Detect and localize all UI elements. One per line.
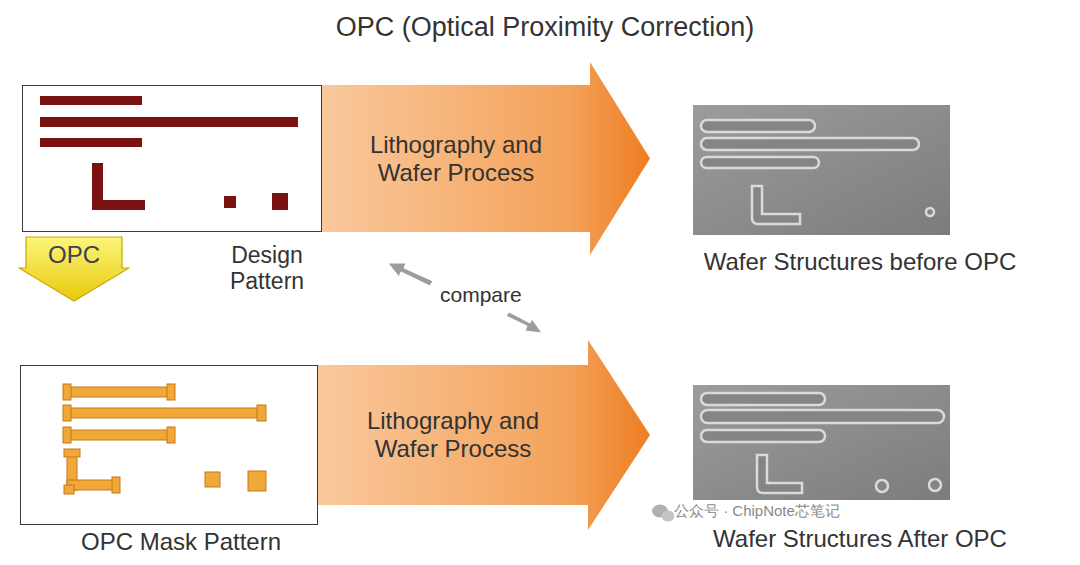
- opc-label: OPC: [32, 242, 116, 269]
- sem-image-after: [693, 385, 950, 500]
- diagram-title: OPC (Optical Proximity Correction): [10, 12, 1080, 42]
- process-arrow: Lithography and Wafer Process: [322, 62, 650, 255]
- mask-pattern-box: OPC Mask Pattern: [20, 365, 318, 525]
- process-label: Lithography and Wafer Process: [338, 407, 568, 462]
- watermark: 公众号 · ChipNote芯笔记: [674, 503, 840, 520]
- node-label: OPC Mask Pattern: [41, 529, 321, 556]
- wafer-image: Wafer Structures before OPC: [693, 105, 950, 235]
- process-label: Lithography and Wafer Process: [342, 131, 570, 186]
- sem-image-before: [693, 105, 950, 235]
- mask-shapes: [20, 365, 318, 525]
- design-pattern-box: Design Pattern: [22, 85, 322, 232]
- arrow-text-area: Lithography and Wafer Process: [318, 365, 588, 505]
- design-shapes: [22, 85, 322, 232]
- opc-arrow: OPC: [18, 236, 130, 302]
- compare-label: compare: [440, 283, 522, 307]
- arrow-text-area: Lithography and Wafer Process: [322, 85, 590, 232]
- node-label: Wafer Structures After OPC: [670, 526, 1050, 553]
- process-arrow: Lithography and Wafer Process: [318, 340, 650, 530]
- node-label: Wafer Structures before OPC: [670, 249, 1050, 276]
- node-label: Design Pattern: [209, 243, 325, 295]
- compare-arrows: [388, 263, 542, 333]
- wafer-image: Wafer Structures After OPC: [693, 385, 950, 500]
- watermark-icon: [652, 505, 675, 522]
